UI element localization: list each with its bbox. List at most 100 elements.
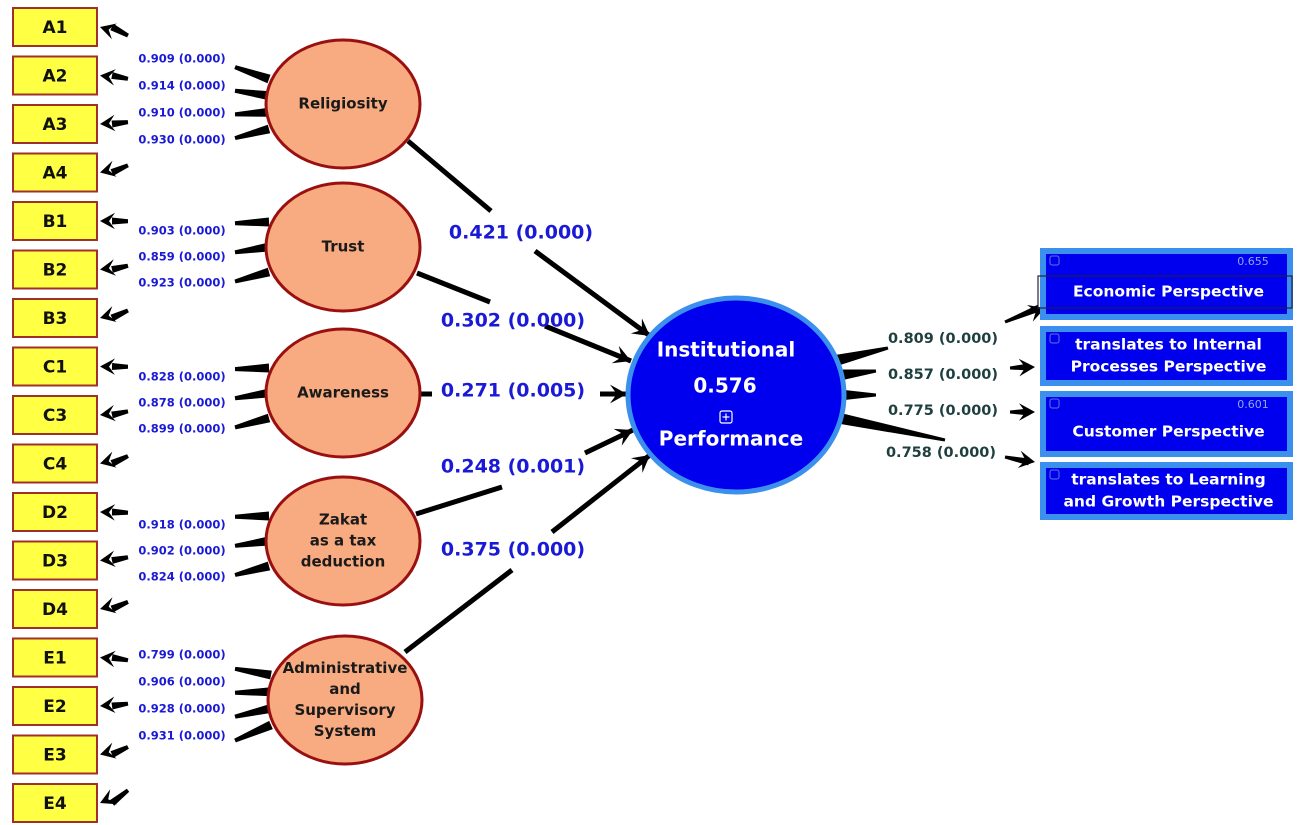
latent-religiosity[interactable]: Religiosity: [264, 38, 422, 170]
loading-arrowhead-b3: [100, 306, 117, 322]
indicator-b1[interactable]: B1: [12, 201, 98, 241]
outcome-label: Customer Perspective: [1072, 423, 1264, 441]
plus-square-icon[interactable]: [1049, 398, 1060, 409]
path-coefficient-awareness: 0.271 (0.005): [441, 380, 585, 402]
indicator-d3[interactable]: D3: [12, 540, 98, 581]
latent-trust[interactable]: Trust: [264, 181, 422, 313]
path-line-trust: [416, 270, 491, 305]
indicator-a1[interactable]: A1: [12, 7, 98, 47]
indicator-box[interactable]: [12, 540, 98, 581]
outer-arrowhead-3: [1017, 450, 1035, 468]
indicator-a2[interactable]: A2: [12, 55, 98, 96]
indicator-box[interactable]: [12, 201, 98, 241]
loading-label-d2: 0.918 (0.000): [138, 518, 225, 532]
plus-square-icon[interactable]: [719, 410, 733, 424]
indicator-box[interactable]: [12, 589, 98, 629]
path-arrowhead-trust: [611, 345, 631, 364]
outer-loading-label-3: 0.758 (0.000): [886, 445, 996, 461]
outcome-label: and Growth Perspective: [1063, 493, 1273, 511]
loading-arrowhead-b2: [100, 259, 116, 276]
indicator-box[interactable]: [12, 443, 98, 484]
loading-connector-tail-a4: [110, 163, 129, 176]
indicator-e3[interactable]: E3: [12, 734, 98, 775]
indicator-a4[interactable]: A4: [12, 152, 98, 193]
indicator-box[interactable]: [12, 395, 98, 435]
loading-label-e1: 0.799 (0.000): [138, 648, 225, 662]
latent-ellipse[interactable]: [266, 634, 424, 766]
outcome-fill[interactable]: [1046, 254, 1287, 314]
central-ellipse[interactable]: [625, 295, 847, 495]
loading-connector-tail-d2: [111, 508, 129, 516]
indicator-b2[interactable]: B2: [12, 249, 98, 290]
indicator-box[interactable]: [12, 7, 98, 47]
indicator-box[interactable]: [12, 637, 98, 678]
indicator-c3[interactable]: C3: [12, 395, 98, 435]
indicator-c4[interactable]: C4: [12, 443, 98, 484]
plus-square-frame[interactable]: [719, 410, 733, 424]
indicator-box[interactable]: [12, 55, 98, 96]
latent-awareness[interactable]: Awareness: [264, 327, 422, 459]
outcome-fill[interactable]: [1046, 468, 1287, 514]
loading-label-b3: 0.923 (0.000): [138, 276, 225, 290]
latent-label: and: [329, 680, 361, 698]
loading-label-a3: 0.910 (0.000): [138, 106, 225, 120]
latent-label: deduction: [301, 553, 386, 571]
plus-square-icon[interactable]: [1049, 255, 1060, 266]
outer-loading-label-1: 0.857 (0.000): [888, 367, 998, 383]
plus-square-icon[interactable]: [1049, 333, 1060, 344]
path-line-administrative: [403, 568, 514, 654]
plus-square-icon[interactable]: [1049, 469, 1060, 480]
indicator-box[interactable]: [12, 346, 98, 387]
plus-square-frame[interactable]: [1049, 469, 1060, 480]
latent-ellipse[interactable]: [264, 181, 422, 313]
indicator-label: B3: [43, 309, 68, 329]
indicator-box[interactable]: [12, 104, 98, 144]
latent-ellipse[interactable]: [264, 475, 422, 607]
indicator-label: C4: [43, 455, 67, 475]
path-line-religiosity: [406, 139, 493, 213]
outcome-fill[interactable]: [1046, 397, 1287, 451]
loading-arrowhead-d4: [100, 597, 117, 614]
indicator-box[interactable]: [12, 249, 98, 290]
indicator-box[interactable]: [12, 734, 98, 775]
loading-connector-e1: [234, 666, 272, 680]
indicator-label: E2: [43, 697, 66, 717]
outcome-fill[interactable]: [1046, 332, 1287, 380]
indicator-label: A1: [43, 18, 68, 38]
loading-connector-b2: [234, 242, 270, 255]
latent-ellipse[interactable]: [264, 327, 422, 459]
indicator-label: D4: [42, 600, 68, 620]
loading-connector-a1: [234, 65, 271, 84]
indicator-box[interactable]: [12, 298, 98, 338]
plus-square-frame[interactable]: [1049, 398, 1060, 409]
indicator-label: C3: [43, 406, 67, 426]
plus-square-frame[interactable]: [1049, 255, 1060, 266]
loading-connector-d2: [235, 511, 270, 521]
indicator-d4[interactable]: D4: [12, 589, 98, 629]
indicator-label: A2: [43, 67, 68, 87]
latent-ellipse[interactable]: [264, 38, 422, 170]
plus-square-frame[interactable]: [1049, 333, 1060, 344]
indicator-e4[interactable]: E4: [12, 783, 98, 823]
indicator-e1[interactable]: E1: [12, 637, 98, 678]
indicator-d2[interactable]: D2: [12, 492, 98, 532]
loading-connector-tail-a3: [111, 120, 129, 128]
indicator-label: C1: [43, 358, 67, 378]
indicator-box[interactable]: [12, 492, 98, 532]
indicator-box[interactable]: [12, 152, 98, 193]
latent-label: as a tax: [310, 532, 377, 550]
outer-loading-label-2: 0.775 (0.000): [888, 403, 998, 419]
indicator-box[interactable]: [12, 783, 98, 823]
indicator-b3[interactable]: B3: [12, 298, 98, 338]
indicator-box[interactable]: [12, 686, 98, 726]
indicator-e2[interactable]: E2: [12, 686, 98, 726]
indicator-c1[interactable]: C1: [12, 346, 98, 387]
indicator-a3[interactable]: A3: [12, 104, 98, 144]
